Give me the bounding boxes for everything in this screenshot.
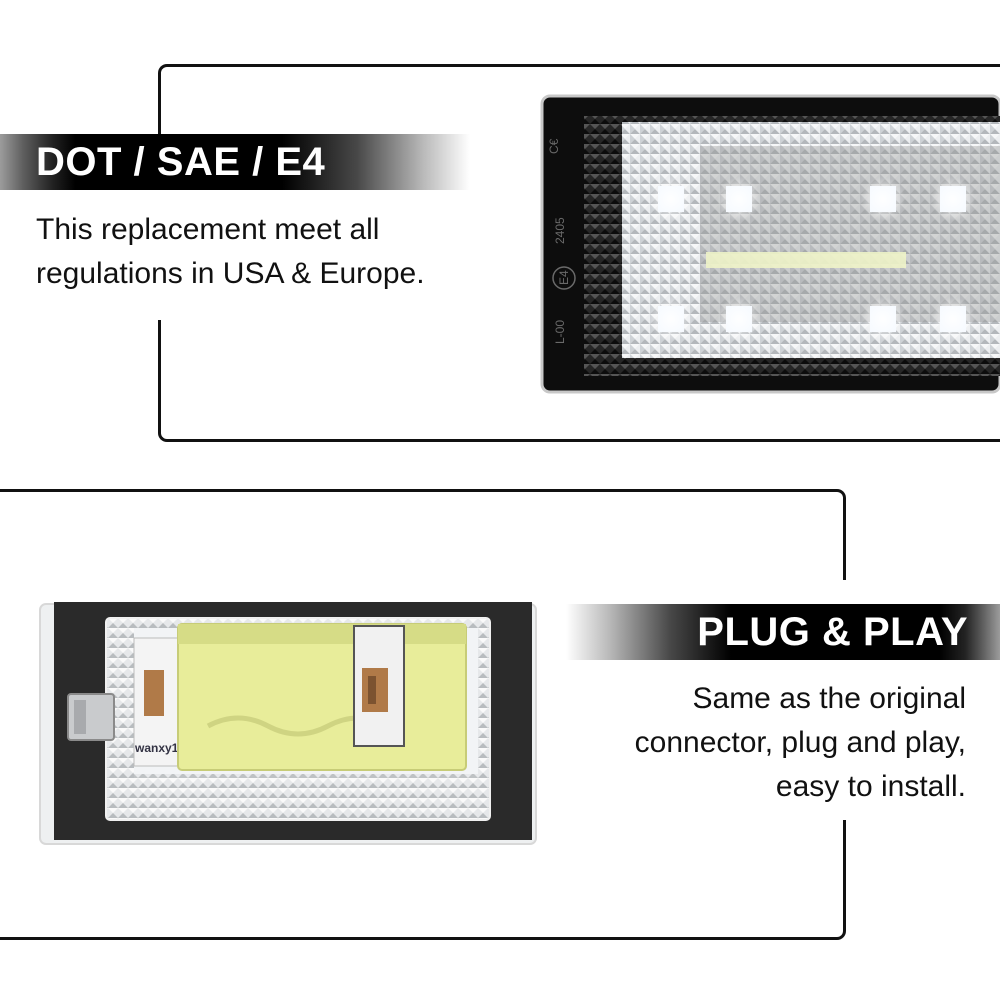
led-chip <box>649 177 975 341</box>
light-back-photo: wanxy10 <box>39 602 537 845</box>
description-line: Same as the original <box>692 682 967 715</box>
description-line: regulations in USA & Europe. <box>36 257 425 290</box>
section-description-bottom: Same as the original connector, plug and… <box>635 677 966 809</box>
metal-clip <box>67 693 115 741</box>
section-title: DOT / SAE / E4 <box>36 139 326 184</box>
section-title: PLUG & PLAY <box>697 609 968 654</box>
section-description-top: This replacement meet all regulations in… <box>36 208 425 296</box>
svg-text:C€: C€ <box>547 138 561 154</box>
lens-marking-code: L-00 <box>553 320 567 344</box>
description-line: connector, plug and play, <box>634 726 966 759</box>
description-line: This replacement meet all <box>36 213 380 246</box>
connector-terminal <box>353 625 405 747</box>
section-banner-top: DOT / SAE / E4 <box>0 134 470 190</box>
frame-gap <box>150 180 170 320</box>
lens-marking-e4: E4 <box>557 270 571 285</box>
description-line: easy to install. <box>775 770 966 803</box>
led-lens-photo: C€ 2405 E4 L-00 <box>540 94 1000 394</box>
pcb-housing <box>177 623 467 771</box>
pcb-marking: wanxy10 <box>134 741 185 755</box>
lens-marking-number: 2405 <box>553 217 567 244</box>
section-banner-bottom: PLUG & PLAY <box>566 604 1000 660</box>
